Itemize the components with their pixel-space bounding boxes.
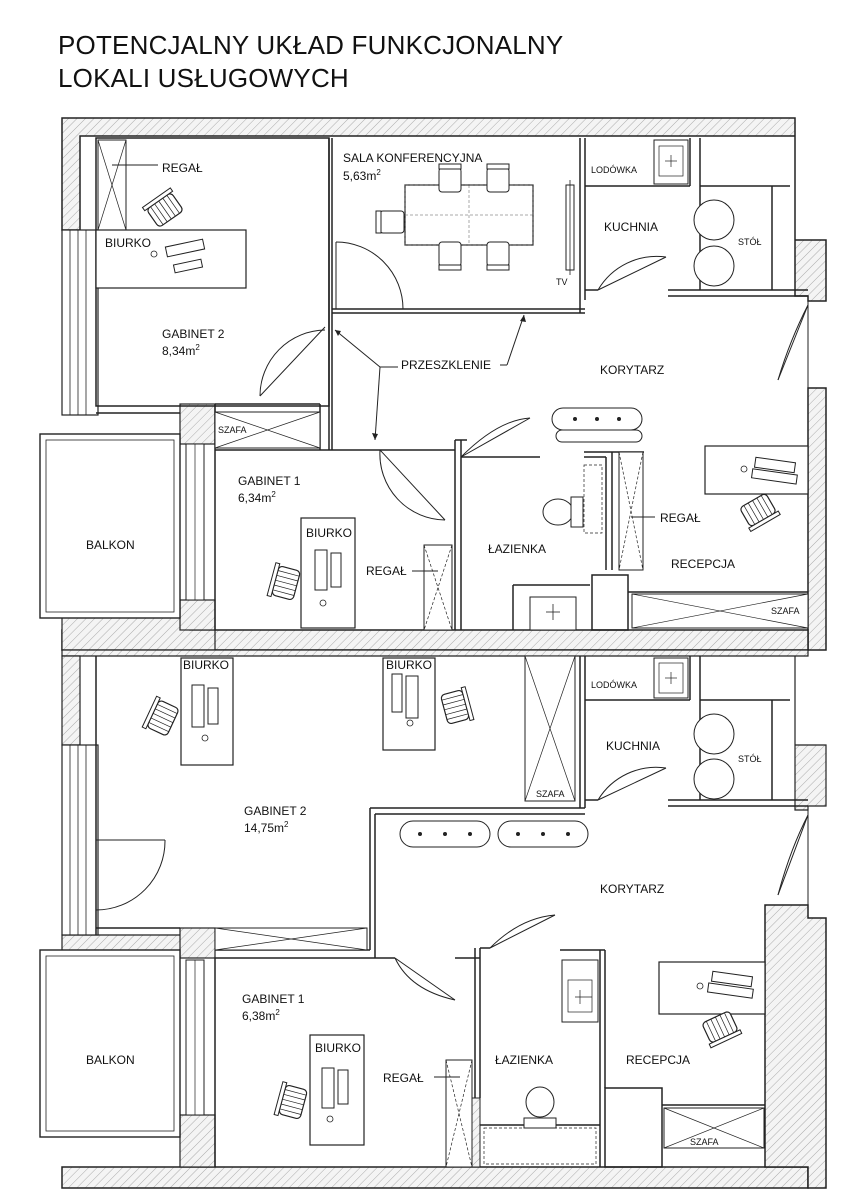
u2-kuchnia-name: KUCHNIA bbox=[606, 739, 660, 753]
u1-gabinet1-area-exp: 2 bbox=[271, 490, 276, 499]
u1-przeszklenie-label: PRZESZKLENIE bbox=[401, 358, 491, 372]
u2-korytarz-name: KORYTARZ bbox=[600, 882, 664, 896]
u2-recepcja-name: RECEPCJA bbox=[626, 1053, 690, 1067]
u1-gabinet2-area-exp: 2 bbox=[195, 343, 200, 352]
u1-korytarz-name: KORYTARZ bbox=[600, 363, 664, 377]
unit-1-plan bbox=[39, 117, 827, 651]
u1-gabinet2-area-value: 8,34m bbox=[162, 344, 195, 358]
u2-biurko-label-1: BIURKO bbox=[183, 658, 229, 672]
u2-regal-label: REGAŁ bbox=[383, 1071, 424, 1085]
u1-biurko-label-1: BIURKO bbox=[105, 236, 151, 250]
u2-gabinet1-name: GABINET 1 bbox=[242, 992, 305, 1006]
u1-gabinet2-name: GABINET 2 bbox=[162, 327, 225, 341]
u1-lodowka-label: LODÓWKA bbox=[591, 165, 637, 175]
u2-gabinet1-area: 6,38m2 bbox=[242, 1008, 280, 1023]
u1-regal-label-2: REGAŁ bbox=[366, 564, 407, 578]
u1-sala-name: SALA KONFERENCYJNA bbox=[343, 151, 482, 165]
u1-lazienka-name: ŁAZIENKA bbox=[488, 542, 546, 556]
u1-recepcja-name: RECEPCJA bbox=[671, 557, 735, 571]
u1-gabinet1-name: GABINET 1 bbox=[238, 474, 301, 488]
u2-lazienka-name: ŁAZIENKA bbox=[495, 1053, 553, 1067]
u2-lodowka-label: LODÓWKA bbox=[591, 680, 637, 690]
u1-gabinet1-area-value: 6,34m bbox=[238, 491, 271, 505]
unit-2-plan bbox=[39, 649, 827, 1189]
u1-szafa-label-2: SZAFA bbox=[771, 606, 800, 616]
u2-gabinet2-name: GABINET 2 bbox=[244, 804, 307, 818]
u1-stol-label: STÓŁ bbox=[738, 237, 762, 247]
unit-2-labels: BIURKO BIURKO LODÓWKA KUCHNIA STÓŁ SZAFA… bbox=[86, 658, 762, 1147]
title-line-1: POTENCJALNY UKŁAD FUNKCJONALNY bbox=[58, 30, 564, 60]
u1-regal-label-3: REGAŁ bbox=[660, 511, 701, 525]
u1-sala-area: 5,63m2 bbox=[343, 168, 381, 183]
u2-gabinet2-area-value: 14,75m bbox=[244, 821, 284, 835]
u1-gabinet1-area: 6,34m2 bbox=[238, 490, 276, 505]
u2-balkon-name: BALKON bbox=[86, 1053, 135, 1067]
u1-gabinet2-area: 8,34m2 bbox=[162, 343, 200, 358]
u2-gabinet2-area-exp: 2 bbox=[284, 820, 289, 829]
u1-sala-area-value: 5,63m bbox=[343, 169, 376, 183]
u1-regal-label-1: REGAŁ bbox=[162, 161, 203, 175]
u2-biurko-label-3: BIURKO bbox=[315, 1041, 361, 1055]
u2-stol-label: STÓŁ bbox=[738, 754, 762, 764]
u2-szafa-label-2: SZAFA bbox=[690, 1137, 719, 1147]
u1-sala-area-exp: 2 bbox=[376, 168, 381, 177]
u1-tv-label: TV bbox=[556, 277, 568, 287]
title-line-2: LOKALI USŁUGOWYCH bbox=[58, 63, 349, 93]
u1-biurko-label-2: BIURKO bbox=[306, 526, 352, 540]
u1-balkon-name: BALKON bbox=[86, 538, 135, 552]
u1-kuchnia-name: KUCHNIA bbox=[604, 220, 658, 234]
u2-gabinet1-area-exp: 2 bbox=[275, 1008, 280, 1017]
u1-szafa-label-1: SZAFA bbox=[218, 425, 247, 435]
u2-gabinet2-area: 14,75m2 bbox=[244, 820, 289, 835]
u2-gabinet1-area-value: 6,38m bbox=[242, 1009, 275, 1023]
unit-1-labels: REGAŁ BIURKO GABINET 2 8,34m2 SALA KONFE… bbox=[86, 151, 800, 616]
u2-szafa-label-1: SZAFA bbox=[536, 789, 565, 799]
u2-biurko-label-2: BIURKO bbox=[386, 658, 432, 672]
